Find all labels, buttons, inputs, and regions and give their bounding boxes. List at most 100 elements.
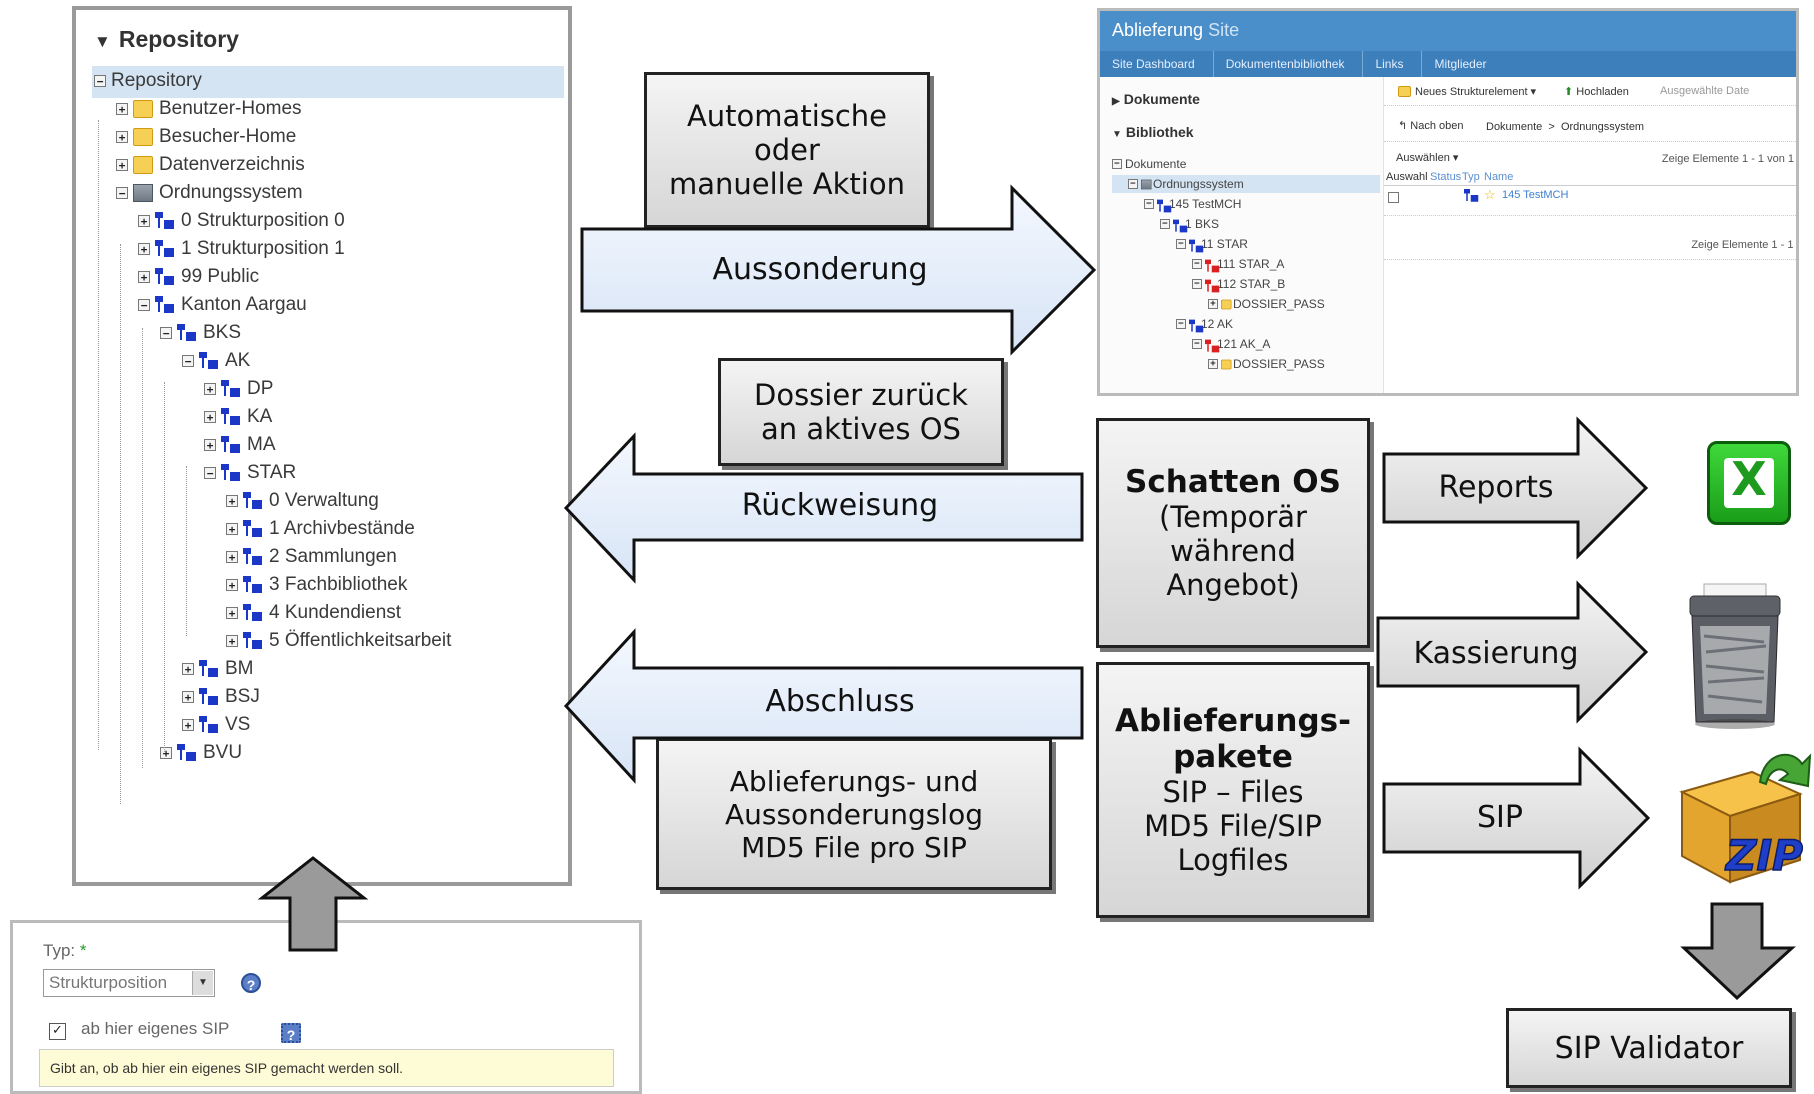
tree-node[interactable]: +0 Strukturposition 0 [138, 207, 345, 235]
collapse-icon[interactable]: − [1192, 279, 1202, 289]
site-tree-node[interactable]: −12 AK [1176, 317, 1233, 332]
tree-node[interactable]: −Ordnungssystem [116, 179, 303, 207]
tree-node[interactable]: +BVU [160, 739, 242, 767]
section-bibliothek[interactable]: ▼Bibliothek [1112, 124, 1194, 140]
upload-button[interactable]: ⬆ Hochladen [1564, 86, 1629, 98]
tree-node[interactable]: +BSJ [182, 683, 260, 711]
tree-node[interactable]: +Datenverzeichnis [116, 151, 305, 179]
collapse-icon[interactable]: − [116, 187, 128, 199]
tree-node[interactable]: +DP [204, 375, 273, 403]
collapse-icon[interactable]: − [94, 75, 106, 87]
nav-site-dashboard[interactable]: Site Dashboard [1100, 51, 1214, 77]
expand-icon[interactable]: + [204, 411, 216, 423]
selected-files-menu[interactable]: Ausgewählte Date [1660, 85, 1750, 97]
typ-select[interactable]: Strukturposition▼ [43, 969, 215, 997]
site-tree-node[interactable]: −Dokumente [1112, 157, 1186, 171]
collapse-icon[interactable]: − [1176, 319, 1186, 329]
tree-node[interactable]: +Besucher-Home [116, 123, 296, 151]
site-tree-node[interactable]: −1 BKS [1160, 217, 1219, 232]
breadcrumb-item[interactable]: Dokumente [1486, 121, 1543, 133]
nav-mitglieder[interactable]: Mitglieder [1434, 57, 1487, 71]
expand-icon[interactable]: + [116, 131, 128, 143]
collapse-icon[interactable]: − [1192, 339, 1202, 349]
help-icon[interactable]: ? [281, 1023, 301, 1043]
favorite-star-icon[interactable]: ☆ [1484, 187, 1496, 202]
expand-icon[interactable]: + [182, 663, 194, 675]
tree-node[interactable]: −STAR [204, 459, 296, 487]
sip-checkbox[interactable]: ✓ [49, 1023, 66, 1040]
tree-node[interactable]: +99 Public [138, 263, 259, 291]
collapse-icon[interactable]: − [1192, 259, 1202, 269]
nav-dokumentenbibliothek[interactable]: Dokumentenbibliothek [1214, 51, 1364, 77]
collapse-icon[interactable]: − [1128, 179, 1138, 189]
collapse-triangle-icon[interactable]: ▼ [94, 32, 111, 51]
site-tree-node[interactable]: +DOSSIER_PASS [1208, 357, 1325, 371]
collapse-icon[interactable]: − [1160, 219, 1170, 229]
expand-icon[interactable]: + [226, 607, 238, 619]
expand-icon[interactable]: + [116, 103, 128, 115]
tree-node[interactable]: +Benutzer-Homes [116, 95, 302, 123]
expand-icon[interactable]: + [226, 523, 238, 535]
tree-node[interactable]: +1 Strukturposition 1 [138, 235, 345, 263]
collapse-icon[interactable]: − [204, 467, 216, 479]
expand-icon[interactable]: + [160, 747, 172, 759]
tree-node[interactable]: −BKS [160, 319, 241, 347]
tree-node[interactable]: +VS [182, 711, 250, 739]
expand-icon[interactable]: + [204, 439, 216, 451]
site-tree-node[interactable]: −11 STAR [1176, 237, 1248, 252]
dropdown-arrow-icon[interactable]: ▼ [192, 971, 213, 995]
expand-icon[interactable]: + [138, 243, 150, 255]
collapse-icon[interactable]: − [182, 355, 194, 367]
site-tree-node[interactable]: −Ordnungssystem [1128, 177, 1244, 191]
collapse-icon[interactable]: − [1144, 199, 1154, 209]
tree-node[interactable]: +KA [204, 403, 272, 431]
help-icon[interactable]: ? [241, 973, 261, 993]
tree-node[interactable]: −Repository [94, 67, 202, 95]
tree-node[interactable]: +BM [182, 655, 254, 683]
expand-icon[interactable]: + [138, 271, 150, 283]
collapse-icon[interactable]: − [138, 299, 150, 311]
tree-node[interactable]: −AK [182, 347, 250, 375]
expand-icon[interactable]: + [226, 551, 238, 563]
column-typ[interactable]: Typ [1462, 171, 1480, 183]
new-structure-button[interactable]: Neues Strukturelement ▾ [1398, 85, 1536, 98]
expand-icon[interactable]: + [1208, 359, 1218, 369]
nav-links[interactable]: Links [1363, 51, 1423, 77]
tree-node[interactable]: +3 Fachbibliothek [226, 571, 407, 599]
expand-triangle-icon[interactable]: ▶ [1112, 96, 1120, 107]
tree-node[interactable]: +MA [204, 431, 276, 459]
column-name[interactable]: Name [1484, 171, 1514, 183]
site-tree-node[interactable]: −121 AK_A [1192, 337, 1270, 352]
site-tree-node[interactable]: −145 TestMCH [1144, 197, 1241, 212]
expand-icon[interactable]: + [226, 579, 238, 591]
nach-oben-button[interactable]: ↰ Nach oben [1398, 120, 1464, 132]
collapse-triangle-icon[interactable]: ▼ [1112, 129, 1122, 140]
collapse-icon[interactable]: − [160, 327, 172, 339]
tree-node[interactable]: +5 Öffentlichkeitsarbeit [226, 627, 451, 655]
column-auswahl[interactable]: Auswahl [1386, 171, 1428, 183]
expand-icon[interactable]: + [182, 719, 194, 731]
tree-node[interactable]: −Kanton Aargau [138, 291, 307, 319]
collapse-icon[interactable]: − [1112, 159, 1122, 169]
site-tree-node[interactable]: −112 STAR_B [1192, 277, 1285, 292]
expand-icon[interactable]: + [116, 159, 128, 171]
expand-icon[interactable]: + [182, 691, 194, 703]
expand-icon[interactable]: + [226, 635, 238, 647]
tree-node[interactable]: +2 Sammlungen [226, 543, 397, 571]
tree-node[interactable]: +1 Archivbestände [226, 515, 415, 543]
repository-panel-title[interactable]: ▼Repository [94, 26, 239, 53]
site-tree-node[interactable]: +DOSSIER_PASS [1208, 297, 1325, 311]
collapse-icon[interactable]: − [1176, 239, 1186, 249]
expand-icon[interactable]: + [1208, 299, 1218, 309]
tree-node[interactable]: +0 Verwaltung [226, 487, 379, 515]
select-menu[interactable]: Auswählen ▾ [1396, 152, 1459, 164]
column-status[interactable]: Status [1430, 171, 1462, 183]
tree-node[interactable]: +4 Kundendienst [226, 599, 401, 627]
row-checkbox[interactable] [1388, 192, 1399, 203]
row-name-link[interactable]: 145 TestMCH [1502, 189, 1569, 201]
expand-icon[interactable]: + [204, 383, 216, 395]
section-dokumente[interactable]: ▶Dokumente [1112, 91, 1200, 107]
site-tree-node[interactable]: −111 STAR_A [1192, 257, 1284, 272]
expand-icon[interactable]: + [138, 215, 150, 227]
breadcrumb-item[interactable]: Ordnungssystem [1560, 121, 1645, 133]
